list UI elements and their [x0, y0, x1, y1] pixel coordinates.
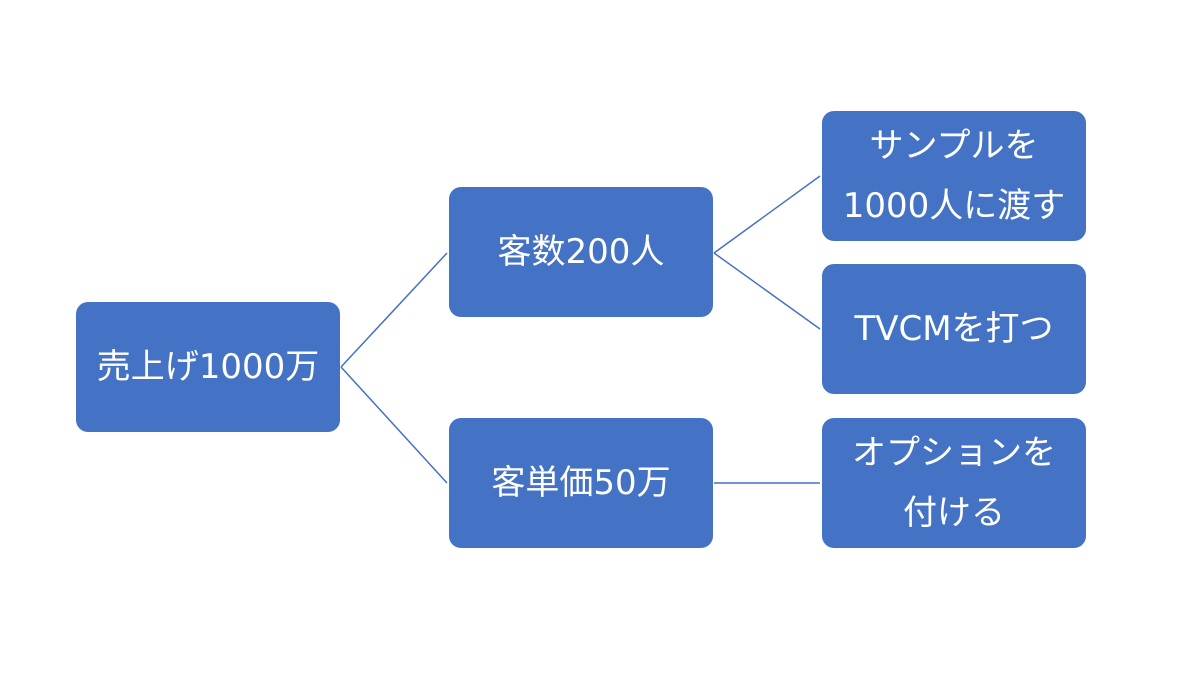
node-tvcm-label: TVCMを打つ [854, 309, 1054, 349]
node-unit-price: 客単価50万 [449, 418, 713, 548]
node-sample-distribution: サンプルを 1000人に渡す [822, 111, 1086, 241]
connector-root-to-customers [340, 252, 448, 368]
connector-customers-to-sample [713, 175, 821, 254]
node-sales-target-label: 売上げ1000万 [96, 347, 320, 387]
node-sales-target: 売上げ1000万 [76, 302, 340, 432]
node-customer-count-label: 客数200人 [497, 232, 665, 272]
node-add-option-label: オプションを 付ける [852, 433, 1056, 533]
node-customer-count: 客数200人 [449, 187, 713, 317]
node-sample-distribution-label: サンプルを 1000人に渡す [842, 126, 1066, 226]
connector-root-to-unit-price [340, 366, 448, 484]
node-add-option: オプションを 付ける [822, 418, 1086, 548]
connector-customers-to-tvcm [713, 252, 821, 330]
node-tvcm: TVCMを打つ [822, 264, 1086, 394]
node-unit-price-label: 客単価50万 [491, 463, 671, 503]
